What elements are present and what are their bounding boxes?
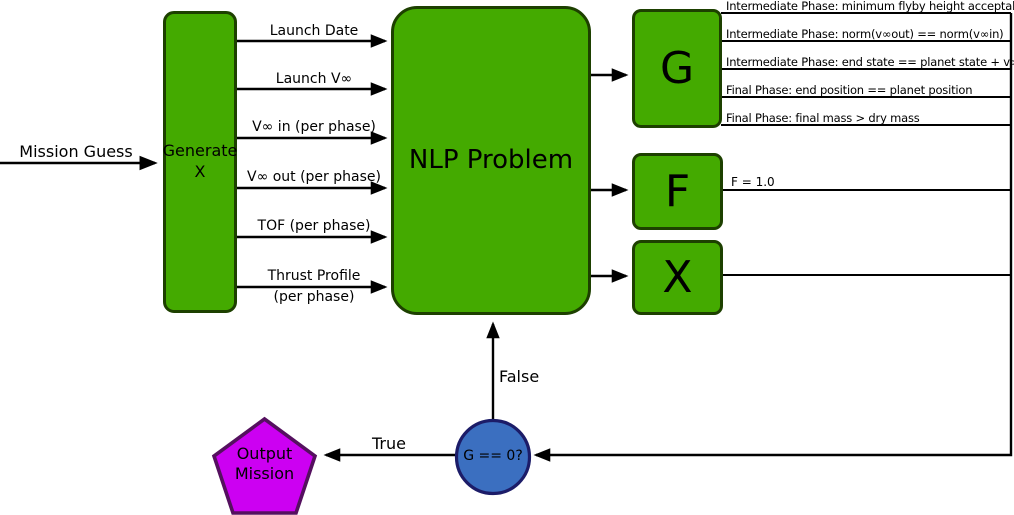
mission-guess-label: Mission Guess [19,142,133,161]
vinf-out-label: V∞ out (per phase) [247,169,381,185]
generate-x-label-line1: Generate [162,141,238,161]
launch-vinf-label: Launch V∞ [275,71,353,87]
false-branch-label: False [499,367,540,386]
constraint-label-3: Intermediate Phase: end state == planet … [726,55,1014,69]
decision-circle [454,418,532,496]
decision-label: G == 0? [463,448,523,464]
output-mission-line2: Mission [234,464,295,483]
thrust-profile-label: Thrust Profile [267,268,361,284]
output-pentagon [211,416,318,515]
f-value-label: F = 1.0 [731,175,775,189]
launch-date-label: Launch Date [269,23,359,39]
constraint-label-1: Intermediate Phase: minimum flyby height… [726,0,1014,13]
vinf-in-label: V∞ in (per phase) [252,119,376,135]
g-output-box: G [632,9,722,128]
generate-x-label-line2: X [194,162,206,181]
tof-label: TOF (per phase) [257,218,371,234]
output-mission-label: Output Mission [214,444,315,484]
output-mission-line1: Output [236,444,293,463]
constraint-label-4: Final Phase: end position == planet posi… [726,83,973,97]
x-output-box: X [632,240,723,315]
x-output-label: X [662,251,693,303]
feedback-path [533,13,1013,462]
generate-x-box: Generate X [163,11,237,313]
true-branch-label: True [372,434,406,453]
thrust-profile-label-line2: (per phase) [273,289,355,305]
nlp-problem-box: NLP Problem [391,6,591,315]
g-output-label: G [659,42,695,94]
constraint-label-2: Intermediate Phase: norm(v∞out) == norm(… [726,27,1004,41]
constraint-label-5: Final Phase: final mass > dry mass [726,111,920,125]
f-output-box: F [632,153,723,230]
f-output-label: F [664,165,691,217]
nlp-problem-label: NLP Problem [408,144,574,175]
